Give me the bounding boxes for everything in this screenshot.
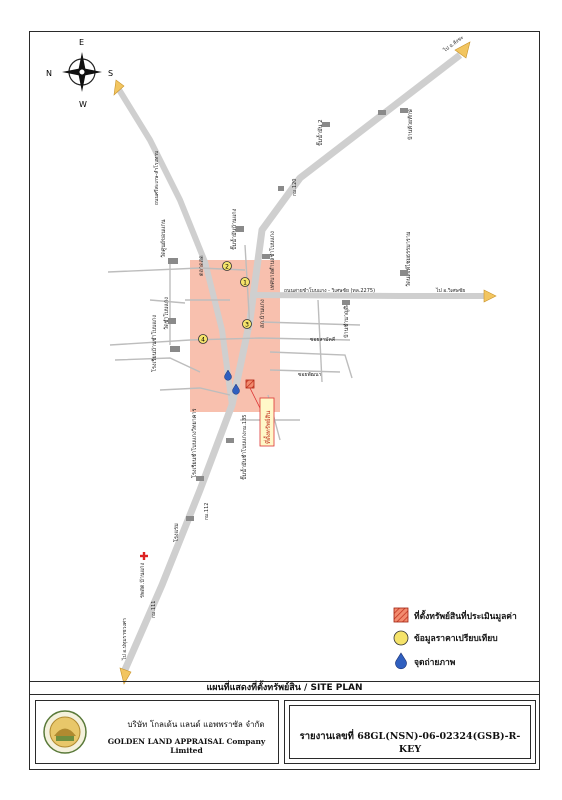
map-frame [29,31,540,770]
label-school-left: โรงเรียนบ้านชำโบบแกง [150,315,158,372]
report-box: รายงานเลขที่ 68GL(NSN)-06-02324(GSB)-R-K… [284,700,536,764]
label-village-top: บ้านห้วยทักษ์ [407,109,414,140]
company-name-english: GOLDEN LAND APPRAISAL Company Limited [107,737,266,755]
label-wat-upper-left: วัดศูนย์ขอนแกน [160,219,167,258]
legend-subject-label: ที่ตั้งทรัพย์สินที่ประเมินมูลค่า [414,609,517,622]
label-km-111: กม.111 [151,601,157,618]
company-name-thai: บริษัท โกลเด้น แลนด์ แอพพราซัล จำกัด [127,720,265,729]
compass-n: N [46,69,52,78]
main-highway [120,52,463,674]
label-wat-left: วัดชำโบบแกง [162,297,170,330]
label-gas-lower: ปั๊มน้ำมันชำโบบแกง [240,432,248,480]
label-route-right: ถนนสายชำโบบแกง - วิเศษชัย (ทล.2275) [284,287,375,294]
label-village-right: บ้านชำนาญสิงห์ [343,299,350,338]
legend-comparable-swatch [393,630,409,646]
svg-text:4: 4 [201,337,205,344]
compass-s: S [108,69,113,78]
label-market: ตลาดสด [198,255,205,276]
legend-comparable-label: ข้อมูลราคาเปรียบเทียบ [414,633,498,644]
company-logo [43,710,87,754]
label-school-lower: โรงเรียนชำโบบแกงวิทยาคาร [190,408,198,478]
label-diagonal-road: ถนนศรีสะเกษ-สำโรงทาบ [153,151,160,205]
subject-callout [259,397,275,447]
comparable-marker-2: 2 [222,261,232,271]
label-lane2: ซอยพัฒนา [298,372,322,378]
label-km-135: กม.135 [242,415,248,432]
svg-text:1: 1 [243,280,247,287]
label-pump-top: ปั๊มน้ำมัน 2 [316,119,324,146]
site-plan-caption: แผนที่แสดงที่ตั้งทรัพย์สิน / SITE PLAN [29,681,540,695]
svg-text:2: 2 [225,264,229,271]
comparable-marker-3: 3 [242,319,252,329]
hospital-icon [140,552,148,560]
label-pump-mid: ปั๊มน้ำมันบ้านแกง [230,208,238,250]
company-box: บริษัท โกลเด้น แลนด์ แอพพราซัล จำกัด GOL… [35,700,279,764]
comparable-marker-4: 4 [198,334,208,344]
legend-photo-label: จุดถ่ายภาพ [414,657,456,668]
legend: ที่ตั้งทรัพย์สินที่ประเมินมูลค่า ข้อมูลร… [393,607,517,670]
compass-e: E [79,38,84,47]
legend-subject-swatch [393,607,409,623]
label-to-bottom-left: ไป อ.ปทุมราชวงศา [121,618,128,661]
building-icons [168,108,408,521]
east-road [251,292,485,299]
label-wat-right: วัดนสิงห์ไชยธรรมาราม [405,231,412,287]
label-town-center: เทศบาลตำบลชำโบบแกง [268,231,276,290]
label-hospital: รพสต.บ้านแกง [139,563,146,598]
compass-w: W [79,100,87,109]
compass-rose [62,52,102,92]
label-lane1: ซอยสามัคคี [310,336,335,343]
photo-points [224,369,240,395]
subject-callout-label: ที่ตั้งทรัพย์สิน [262,411,272,444]
legend-photo-swatch [395,652,407,670]
subject-property [245,379,255,389]
diagonal-road [115,86,235,406]
label-police: สภ.บ้านแกง [259,299,266,328]
report-inner-frame: รายงานเลขที่ 68GL(NSN)-06-02324(GSB)-R-K… [289,705,531,759]
road-arrows [113,41,497,685]
svg-text:3: 3 [245,322,249,329]
report-number: รายงานเลขที่ 68GL(NSN)-06-02324(GSB)-R-K… [299,731,521,755]
label-to-right: ไป อ.วิเศษชัย [435,287,465,294]
label-km-112: กม.112 [204,503,210,520]
label-km-120: กม.120 [292,179,298,196]
comparable-marker-1: 1 [240,277,250,287]
label-shop-lower: โรงแรม [172,523,180,542]
